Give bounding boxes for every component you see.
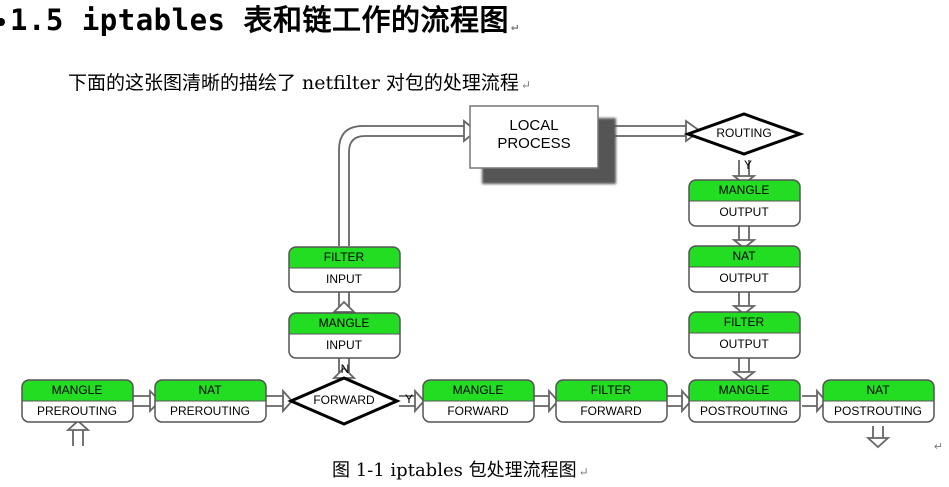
node-filter-input: FILTER INPUT [288, 246, 401, 293]
node-table-label: MANGLE [453, 383, 504, 397]
node-chain-label: POSTROUTING [834, 404, 922, 418]
paragraph-mark-icon: ↵ [520, 78, 531, 92]
decision-routing: ROUTING Y [683, 112, 805, 172]
node-chain-label: PREROUTING [170, 404, 250, 418]
node-mangle-output: MANGLE OUTPUT [688, 179, 801, 227]
decision-forward-label: FORWARD [313, 393, 375, 407]
node-mangle-prerouting: MANGLE PREROUTING [21, 379, 134, 423]
node-nat-postrouting: NAT POSTROUTING [822, 379, 935, 423]
node-mangle-input: MANGLE INPUT [288, 312, 401, 359]
node-chain-label: OUTPUT [719, 337, 769, 351]
section-heading-text: 1.5 iptables 表和链工作的流程图 [10, 3, 509, 37]
paragraph-mark-icon: ↵ [510, 19, 519, 33]
node-table-label: MANGLE [52, 383, 103, 397]
node-chain-label: INPUT [326, 338, 363, 352]
node-chain-label: FORWARD [447, 404, 509, 418]
node-table-label: FILTER [591, 383, 632, 397]
node-chain-label: FORWARD [580, 404, 642, 418]
node-chain-label: OUTPUT [719, 271, 769, 285]
node-filter-output: FILTER OUTPUT [688, 311, 801, 359]
section-heading: 1.5 iptables 表和链工作的流程图↵ [0, 2, 519, 40]
figure-caption: 图 1-1 iptables 包处理流程图↵ [332, 458, 589, 485]
node-filter-forward: FILTER FORWARD [555, 379, 668, 423]
node-chain-label: INPUT [326, 272, 363, 286]
local-process-line2: PROCESS [497, 135, 570, 152]
intro-paragraph: 下面的这张图清晰的描绘了 netfilter 对包的处理流程↵ [68, 70, 531, 98]
figure-caption-text: 图 1-1 iptables 包处理流程图 [332, 460, 577, 481]
node-table-label: MANGLE [719, 383, 770, 397]
decision-forward: FORWARD N Y [287, 362, 413, 426]
node-mangle-forward: MANGLE FORWARD [422, 379, 535, 423]
node-table-label: FILTER [724, 315, 765, 329]
node-chain-label: PREROUTING [37, 404, 117, 418]
node-table-label: MANGLE [719, 183, 770, 197]
node-nat-prerouting: NAT PREROUTING [154, 379, 267, 423]
node-chain-label: OUTPUT [719, 205, 769, 219]
intro-text: 下面的这张图清晰的描绘了 netfilter 对包的处理流程 [68, 72, 519, 94]
node-mangle-postrouting: MANGLE POSTROUTING [688, 379, 801, 423]
node-table-label: NAT [198, 383, 222, 397]
node-chain-label: POSTROUTING [700, 404, 788, 418]
decision-routing-yes: Y [744, 158, 752, 172]
paragraph-mark-icon: ↵ [933, 440, 943, 453]
node-table-label: NAT [732, 249, 756, 263]
node-table-label: FILTER [324, 250, 365, 264]
decision-routing-label: ROUTING [716, 126, 771, 140]
node-nat-output: NAT OUTPUT [688, 245, 801, 293]
decision-forward-yes: Y [405, 392, 413, 406]
local-process-box: LOCAL PROCESS [469, 105, 616, 184]
node-table-label: NAT [866, 383, 890, 397]
bullet-icon [0, 18, 5, 26]
paragraph-mark-icon: ↵ [578, 465, 589, 479]
decision-forward-no: N [341, 362, 350, 376]
local-process-line1: LOCAL [509, 117, 558, 134]
node-table-label: MANGLE [319, 316, 370, 330]
